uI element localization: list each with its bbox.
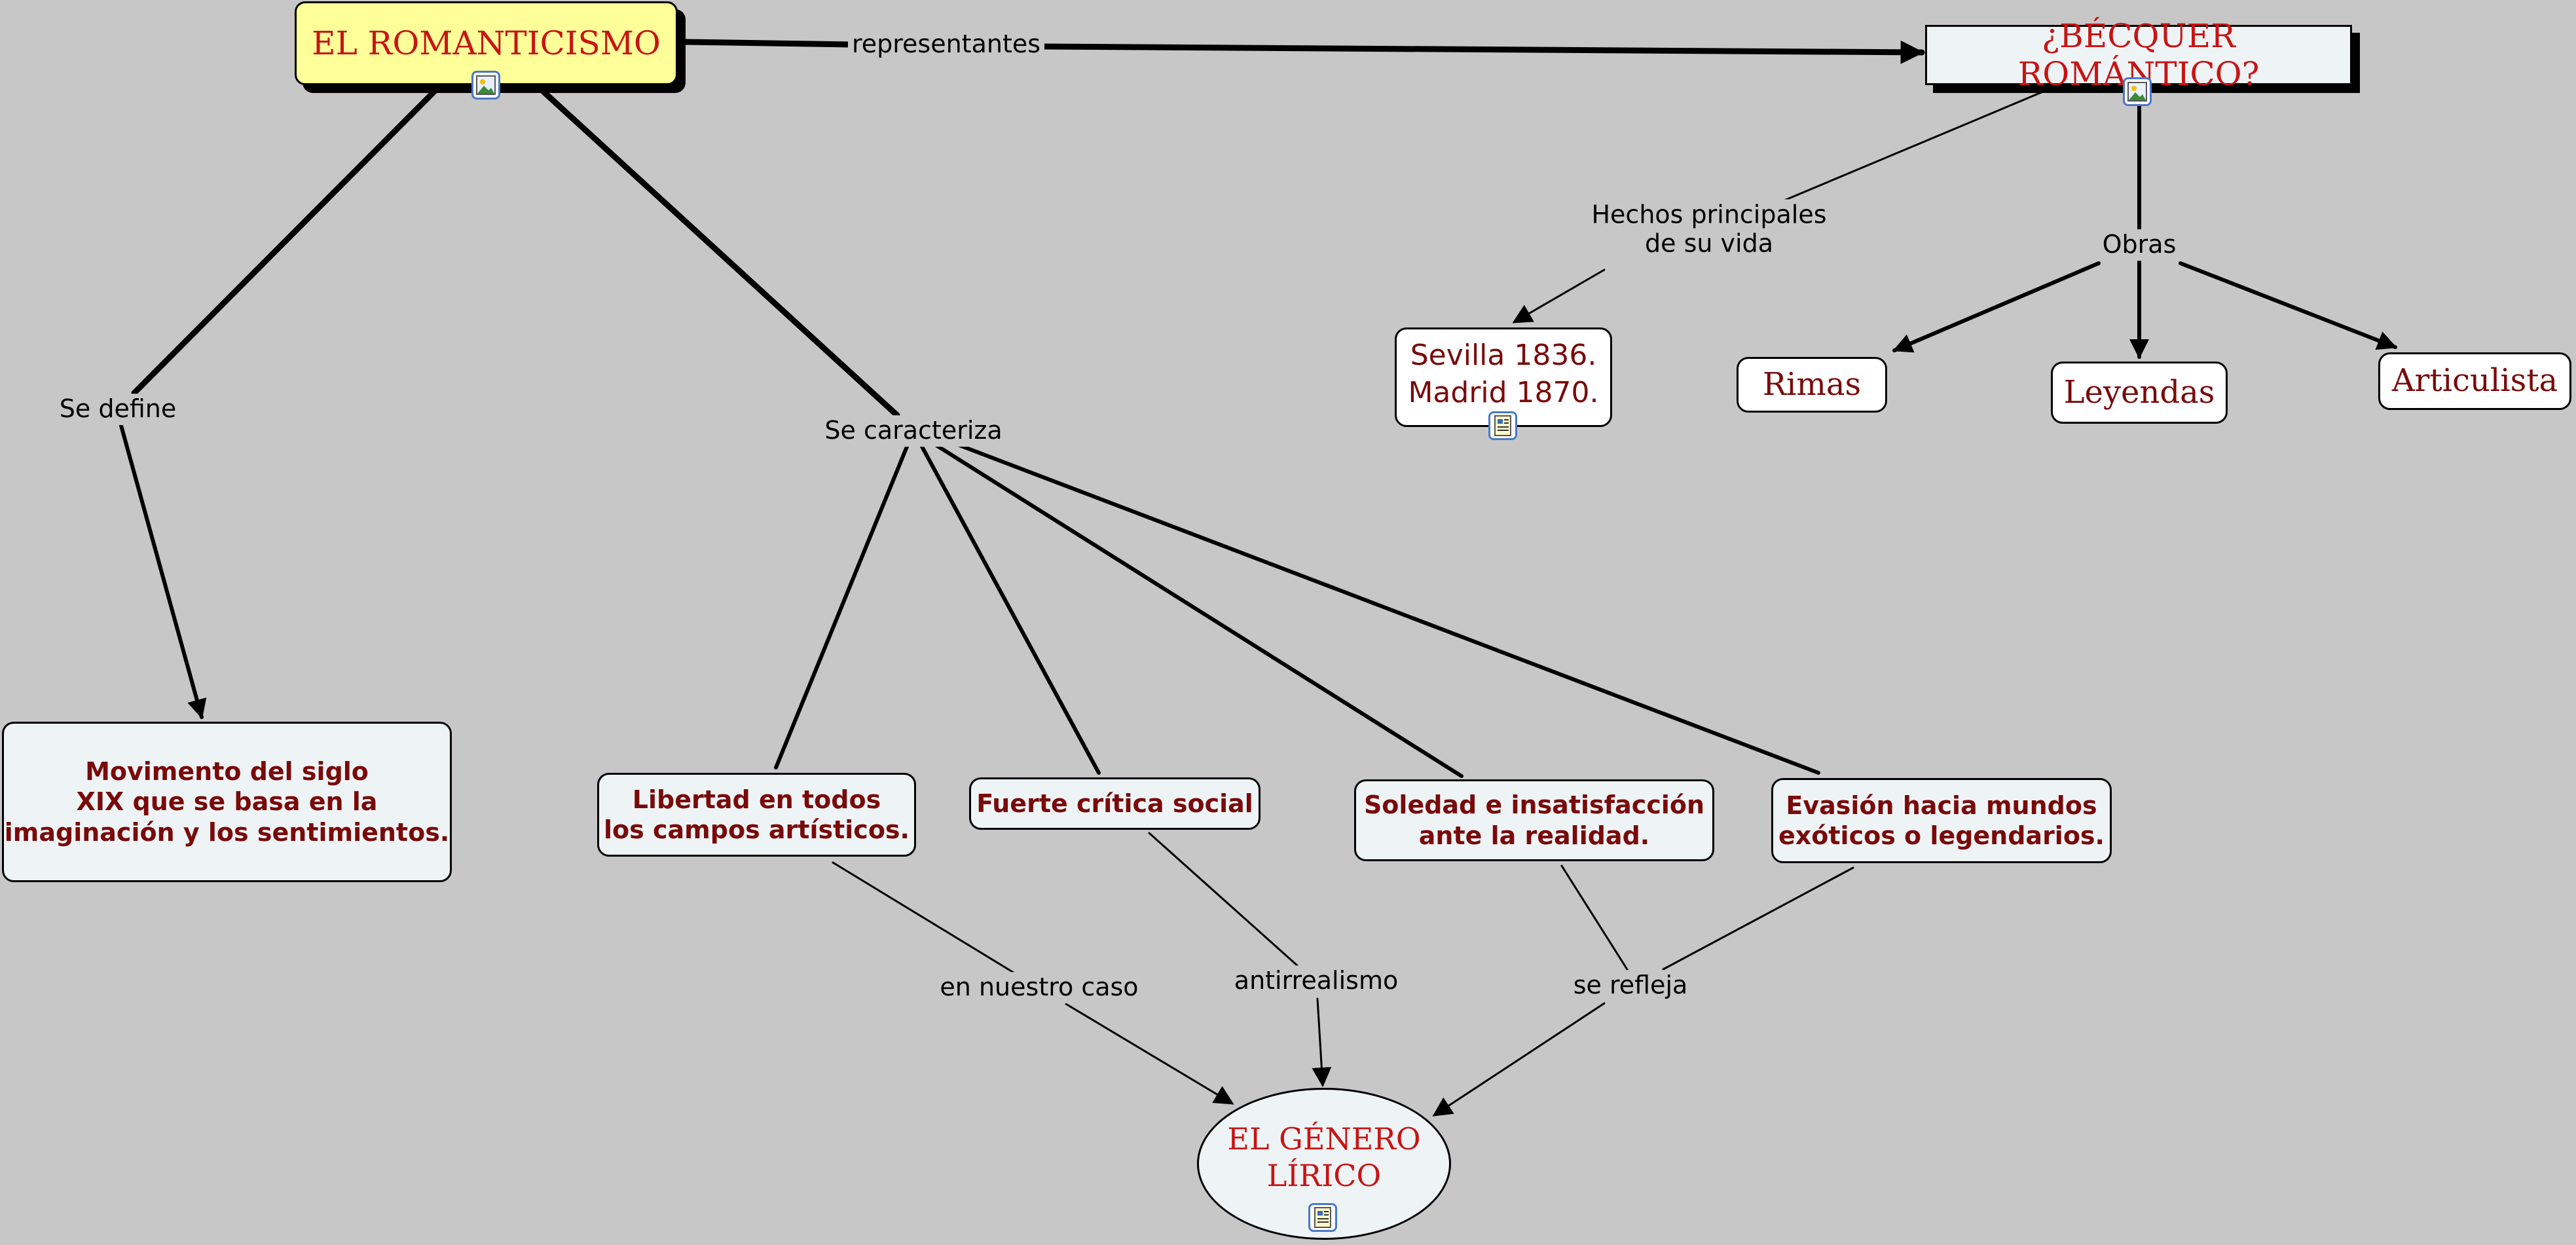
concept-el-genero-lirico[interactable]: EL GÉNERO LÍRICO (1197, 1088, 1451, 1240)
document-resource-icon[interactable] (1308, 1203, 1337, 1232)
concept-soledad[interactable]: Soledad e insatisfacción ante la realida… (1354, 779, 1714, 861)
link-line (934, 443, 1463, 778)
link-line (1892, 261, 2101, 353)
link-line (2179, 261, 2397, 350)
link-line (1038, 40, 1925, 64)
link-line (681, 39, 855, 48)
link-label-se-define[interactable]: Se define (55, 394, 181, 425)
link-line (1662, 866, 1854, 971)
image-icon-glyph (2127, 82, 2147, 102)
concept-critica-social[interactable]: Fuerte crítica social (969, 777, 1260, 830)
concept-movimiento[interactable]: Movimento del siglo XIX que se basa en l… (2, 722, 452, 882)
concept-el-romanticismo[interactable]: EL ROMANTICISMO (295, 1, 678, 85)
link-line (1512, 269, 1606, 324)
link-line (1148, 832, 1299, 967)
concept-libertad[interactable]: Libertad en todos los campos artísticos. (597, 773, 916, 857)
link-line (920, 445, 1101, 775)
link-label-obras[interactable]: Obras (2098, 229, 2180, 261)
link-line (1560, 864, 1630, 974)
link-label-hechos-principales[interactable]: Hechos principales de su vida (1587, 199, 1831, 259)
concept-leyendas[interactable]: Leyendas (2051, 362, 2228, 424)
link-label-en-nuestro-caso[interactable]: en nuestro caso (936, 972, 1143, 1003)
link-label-representantes[interactable]: representantes (847, 29, 1045, 60)
concept-evasion[interactable]: Evasión hacia mundos exóticos o legendar… (1771, 778, 2112, 863)
concept-rimas[interactable]: Rimas (1737, 357, 1887, 413)
link-line (1780, 90, 2044, 203)
link-line (540, 88, 900, 418)
image-icon-glyph (476, 75, 496, 95)
image-resource-icon[interactable] (471, 71, 500, 100)
concept-articulista[interactable]: Articulista (2378, 352, 2571, 410)
link-label-antirrealismo[interactable]: antirrealismo (1230, 965, 1403, 997)
link-line (832, 861, 1015, 974)
link-line (774, 445, 909, 770)
link-label-se-refleja[interactable]: se refleja (1569, 970, 1692, 1001)
link-line (119, 424, 207, 719)
link-line (1065, 1003, 1234, 1105)
link-label-se-caracteriza[interactable]: Se caracteriza (820, 415, 1006, 447)
link-line (1432, 1002, 1606, 1117)
document-resource-icon[interactable] (1488, 411, 1517, 440)
image-resource-icon[interactable] (2123, 77, 2152, 106)
document-icon-glyph (1314, 1207, 1331, 1228)
concept-becquer-romantico[interactable]: ¿BÉCQUER ROMÁNTICO? (1925, 17, 2352, 93)
link-line (951, 441, 1820, 775)
concept-sevilla-madrid[interactable]: Sevilla 1836. Madrid 1870. (1395, 327, 1612, 427)
link-line (131, 87, 439, 396)
document-icon-glyph (1494, 415, 1511, 436)
link-line (1312, 997, 1332, 1087)
